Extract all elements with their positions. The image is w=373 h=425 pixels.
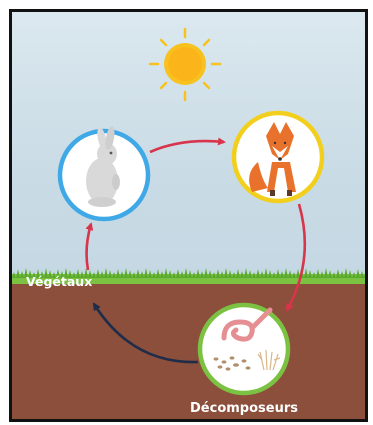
label-vegetaux: Végétaux — [26, 274, 92, 289]
food-cycle-panel: Végétaux Décomposeurs — [9, 9, 368, 422]
arrow-fox-to-decomposers — [287, 204, 305, 310]
label-decomposeurs: Décomposeurs — [190, 401, 298, 416]
cycle-diagram: Végétaux Décomposeurs — [12, 12, 365, 419]
arrow-rabbit-to-fox — [150, 141, 224, 152]
decomposers-node — [200, 305, 288, 393]
arrow-plants-to-rabbit — [87, 224, 91, 270]
rabbit-node — [60, 125, 148, 219]
sun-icon — [150, 29, 220, 100]
arrow-decomposers-to-plants — [94, 304, 198, 362]
fox-node — [234, 113, 322, 201]
